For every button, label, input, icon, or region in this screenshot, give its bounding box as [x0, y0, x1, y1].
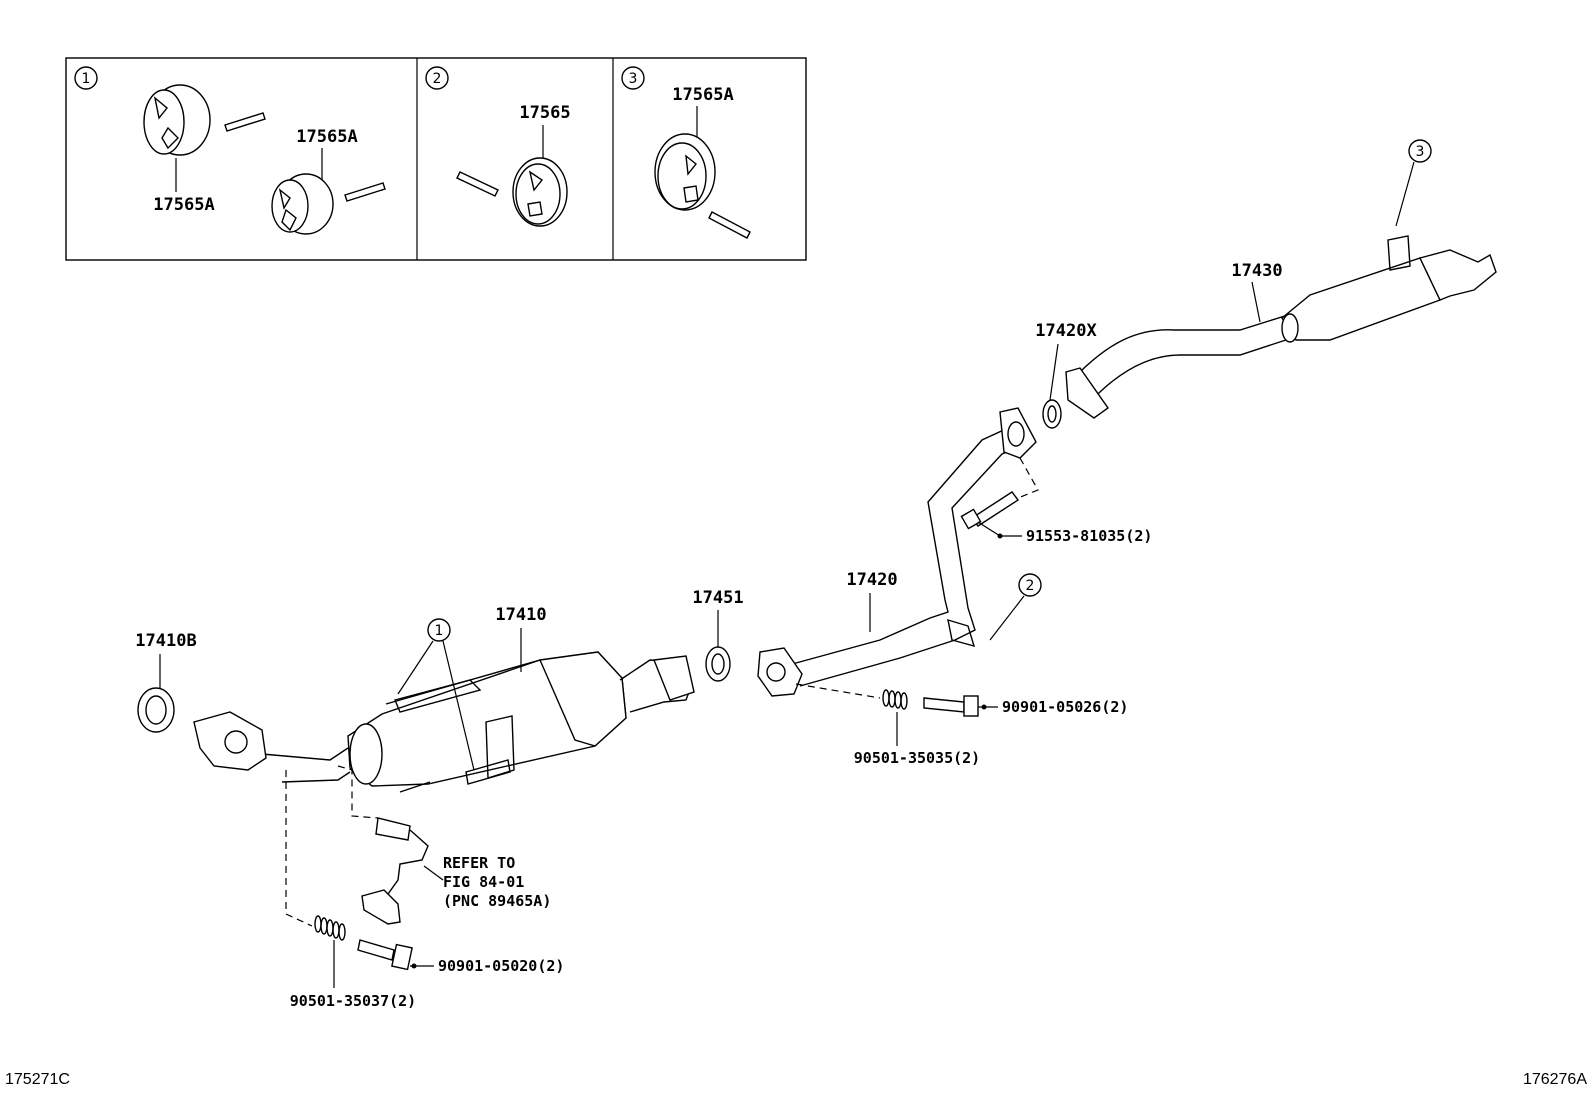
footer-code-right: 176276A [1523, 1071, 1587, 1088]
label-91553-81035: 91553-81035(2) [1026, 527, 1152, 545]
label-17420: 17420 [846, 570, 897, 590]
label-17565a-panel3: 17565A [672, 85, 733, 105]
label-17410: 17410 [495, 605, 546, 625]
panel-2-marker: 2 [433, 71, 442, 87]
spring-90501-35035-icon [882, 689, 908, 710]
bolt-90901-05020-icon [357, 939, 413, 971]
label-17565a-right: 17565A [296, 127, 357, 147]
note-fig: FIG 84-01 [443, 873, 524, 891]
inset-box: 1 17565A 17565A 2 17565 [65, 57, 807, 261]
label-90901-05020: 90901-05020(2) [438, 957, 564, 975]
center-pipe-17420 [757, 407, 1037, 697]
gasket-17410b [137, 687, 175, 733]
label-17451: 17451 [692, 588, 743, 608]
gasket-17451 [705, 646, 731, 682]
label-90901-05026: 90901-05026(2) [1002, 698, 1128, 716]
panel-3-marker: 3 [629, 71, 638, 87]
label-17420x: 17420X [1035, 321, 1097, 341]
marker-3: 3 [1416, 144, 1425, 160]
hanger-icon [654, 133, 716, 211]
panel-1-marker: 1 [82, 71, 91, 87]
label-17565a-left: 17565A [153, 195, 214, 215]
spring-90501-35037-icon [314, 915, 346, 941]
oxygen-sensor-icon [361, 817, 429, 925]
tail-muffler [1065, 235, 1497, 419]
marker-2: 2 [1026, 578, 1035, 594]
label-17410b: 17410B [135, 631, 196, 651]
gasket-17420x [1042, 399, 1062, 429]
bolt-91553-icon [960, 491, 1020, 530]
front-converter-17410 [261, 651, 695, 793]
label-17565: 17565 [519, 103, 570, 123]
note-refer-to: REFER TO [443, 854, 515, 872]
label-90501-35037: 90501-35037(2) [290, 992, 416, 1010]
label-17430: 17430 [1231, 261, 1282, 281]
hanger-icon [271, 173, 334, 235]
inset-panel-1: 1 17565A 17565A [74, 66, 386, 235]
inset-panel-3: 3 17565A [621, 66, 751, 239]
hanger-icon [143, 84, 211, 156]
label-90501-35035: 90501-35035(2) [854, 749, 980, 767]
inset-panel-2: 2 17565 [425, 66, 571, 227]
note-pnc: (PNC 89465A) [443, 892, 551, 910]
footer-code-left: 175271C [5, 1071, 70, 1088]
hanger-icon [512, 157, 568, 227]
exhaust-flange-icon [193, 711, 267, 771]
marker-1: 1 [435, 623, 444, 639]
bolt-90901-05026-icon [923, 695, 979, 717]
